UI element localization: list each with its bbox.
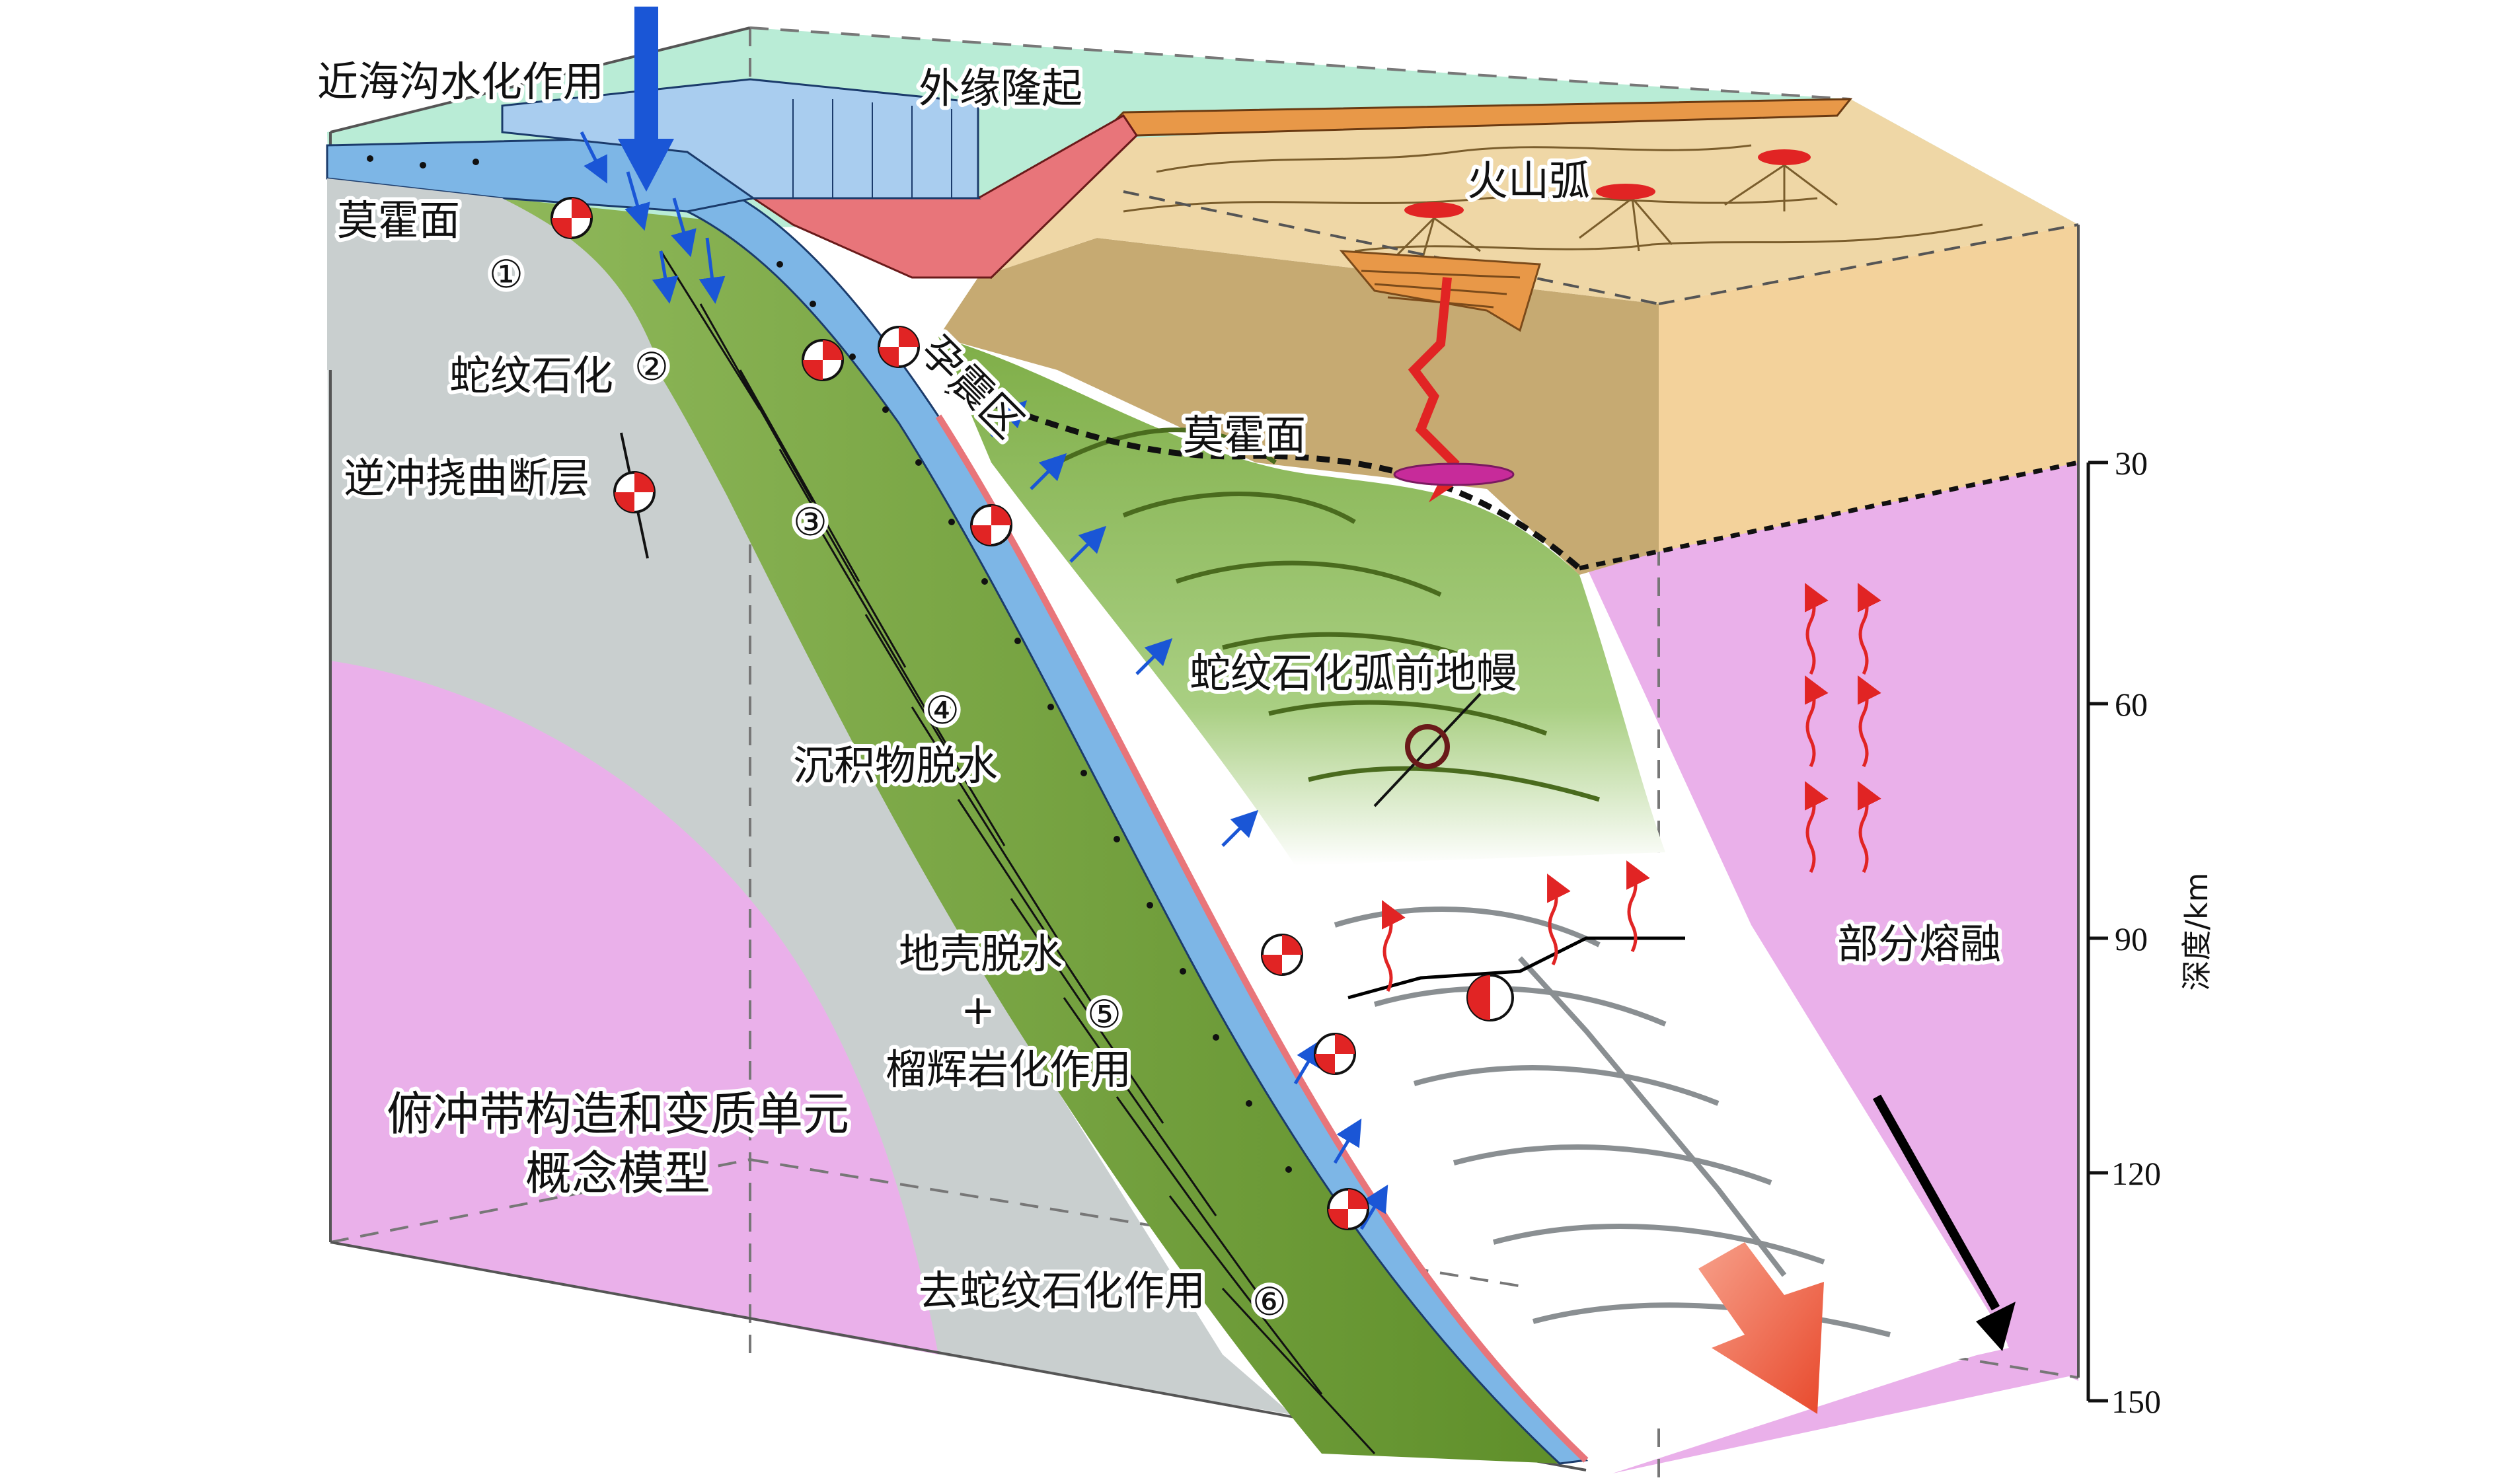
focal-mechanism-icon xyxy=(878,326,920,368)
depth-axis-title: 深度/km xyxy=(2179,873,2214,991)
focal-mechanism-icon xyxy=(970,504,1012,546)
label-eclogitization: 榴辉岩化作用 xyxy=(886,1045,1131,1094)
seismogenic-wedge xyxy=(750,114,1138,279)
surface-ridges xyxy=(1123,144,1983,265)
magma-chamber xyxy=(1339,250,1541,332)
label-deserpentinization: 去蛇纹石化作用 xyxy=(919,1267,1205,1315)
continental-crust-right xyxy=(1659,225,2078,552)
diagram-labels: 近海沟水化作用 外缘隆起 莫霍面 蛇纹石化 逆冲挠曲断层 孕震区 火山弧 莫霍面… xyxy=(313,54,2005,1319)
focal-mechanism-icon xyxy=(550,197,593,239)
diagram-title-line2: 概念模型 xyxy=(525,1146,710,1201)
water-influx-arrow xyxy=(618,7,674,192)
depth-tick-150: 150 xyxy=(2111,1383,2161,1420)
moho-boundary xyxy=(944,387,1581,571)
depth-tick-90: 90 xyxy=(2115,920,2148,957)
label-moho-left: 莫霍面 xyxy=(337,196,460,244)
slab-lithosphere xyxy=(502,198,1560,1464)
stage-markers: ① ② ③ ④ ⑤ ⑥ xyxy=(485,248,1291,1328)
focal-mechanism-icon xyxy=(802,339,844,381)
depth-tick-30: 30 xyxy=(2115,445,2148,482)
asthenosphere-left xyxy=(330,661,938,1354)
depth-tick-120: 120 xyxy=(2111,1155,2161,1192)
slab-stripes xyxy=(660,250,1376,1455)
label-trench-hydration: 近海沟水化作用 xyxy=(317,57,604,106)
label-forearc-mantle: 蛇纹石化弧前地幔 xyxy=(1190,649,1517,697)
incoming-plate-sediment xyxy=(501,78,979,200)
stage-marker-1: ① xyxy=(489,252,523,297)
continental-crust-front xyxy=(938,238,1659,575)
stage-marker-4: ④ xyxy=(925,688,960,733)
volcano-icons xyxy=(1404,149,1811,218)
stage-marker-6: ⑥ xyxy=(1252,1279,1287,1324)
label-partial-melting: 部分熔融 xyxy=(1837,920,2001,968)
volcanic-arc-surface xyxy=(978,99,2078,304)
plate-interface xyxy=(935,414,1589,1463)
slab-motion-arrow xyxy=(1872,1094,2016,1351)
crust-dots xyxy=(776,261,1292,1173)
focal-mechanism-icon xyxy=(1466,974,1514,1021)
volcano-icon xyxy=(1758,149,1811,165)
focal-mechanism-icon xyxy=(1314,1033,1356,1075)
label-thrust-fault: 逆冲挠曲断层 xyxy=(344,454,589,502)
asthenosphere-front xyxy=(1659,463,2078,1381)
label-plus: + xyxy=(961,986,995,1034)
fluid-arrows xyxy=(580,131,1388,1230)
diagram-title-line1: 俯冲带构造和变质单元 xyxy=(387,1087,849,1141)
lower-mantle-foliation xyxy=(1334,907,1891,1337)
forearc-foliation xyxy=(1056,427,1600,802)
forearc-mantle xyxy=(938,337,1665,866)
depth-axis: 30 60 90 120 150 深度/km xyxy=(2086,445,2214,1420)
melt-boundary xyxy=(1347,936,1685,1000)
depth-tick-60: 60 xyxy=(2115,686,2148,723)
stage-marker-5: ⑤ xyxy=(1087,992,1121,1037)
earthquake-symbols xyxy=(550,197,1514,1230)
label-serpentinization: 蛇纹石化 xyxy=(449,352,613,400)
label-outer-rise: 外缘隆起 xyxy=(919,64,1082,112)
focal-mechanism-icon xyxy=(1261,934,1303,976)
label-crust-dehydration: 地壳脱水 xyxy=(899,930,1063,978)
focal-mechanism-icon xyxy=(1327,1188,1369,1230)
stage-marker-3: ③ xyxy=(793,500,827,544)
volcano-icon xyxy=(1404,202,1464,218)
melt-wiggles xyxy=(1382,583,1881,992)
melt-pond xyxy=(1393,463,1515,486)
label-volcanic-arc: 火山弧 xyxy=(1467,157,1590,205)
focal-mechanism-icon xyxy=(613,432,656,559)
slab-pull-arrow xyxy=(1698,1242,1824,1414)
stage-marker-2: ② xyxy=(634,344,669,389)
label-moho-right: 莫霍面 xyxy=(1183,411,1306,459)
label-sediment-dehydration: 沉积物脱水 xyxy=(793,741,998,790)
volcano-icon xyxy=(1596,184,1655,200)
focal-mechanism-icon xyxy=(1373,692,1482,807)
incoming-plate-mantle xyxy=(327,178,661,370)
